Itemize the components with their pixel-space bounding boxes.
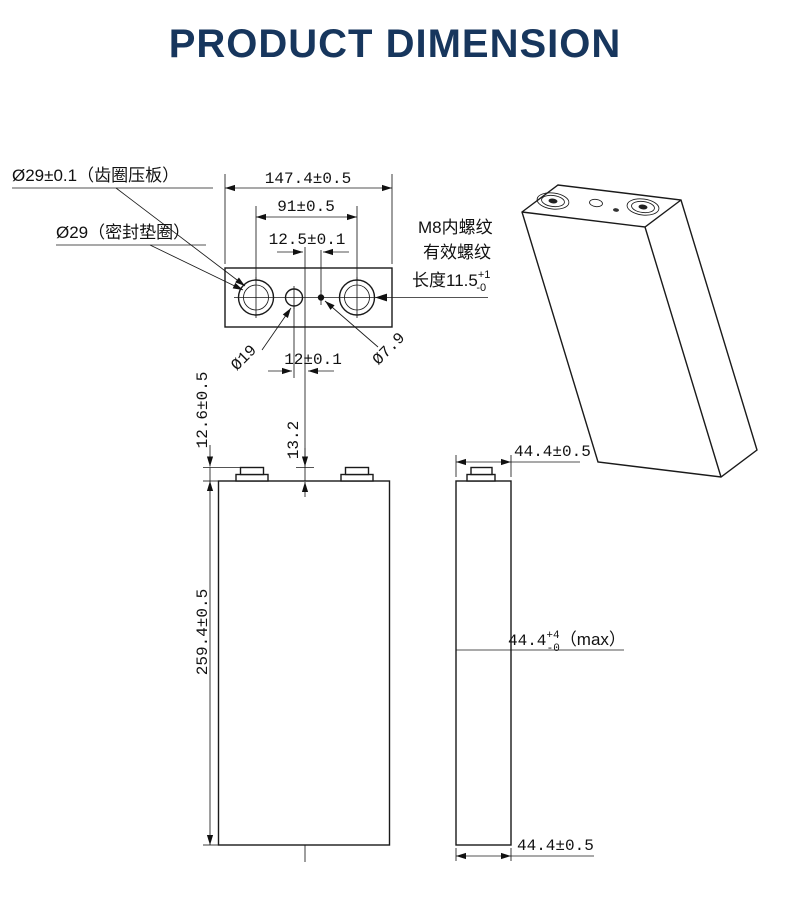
dim-body-height: 259.4±0.5 (194, 481, 218, 846)
isometric-view (521, 184, 758, 478)
label-phi19-text: Ø19 (228, 342, 261, 375)
top-view-vent-hole (317, 290, 325, 305)
side-view (455, 466, 512, 846)
dim-max-width-text: 44.4+4-0（max） (508, 630, 626, 655)
callout-seal-gasket: Ø29（密封垫圈） (56, 223, 244, 291)
dim-top-width: 44.4±0.5 (455, 443, 591, 477)
thread-note: M8内螺纹 有效螺纹 长度11.5+1-0 (412, 218, 493, 294)
callout-gear-ring-plate: Ø29±0.1（齿圈压板） (12, 166, 246, 287)
dim-top-width-text: 44.4±0.5 (514, 443, 591, 461)
thread-note-line3: 长度11.5+1-0 (412, 269, 490, 294)
dim-12: 12±0.1 (268, 306, 342, 378)
dim-terminal-height: 12.6±0.5 (194, 372, 240, 482)
dim-terminal-pitch: 91±0.5 (255, 198, 358, 281)
leader-arrow-thread-note (375, 293, 387, 302)
label-phi7-9-text: Ø7.9 (369, 329, 409, 369)
dim-12-text: 12±0.1 (284, 351, 342, 369)
dim-overall-width: 147.4±0.5 (224, 170, 393, 264)
dim-bottom-width: 44.4±0.5 (455, 837, 594, 861)
thread-note-line1: M8内螺纹 (418, 218, 493, 237)
page-title: PRODUCT DIMENSION (168, 22, 622, 66)
front-view (217, 466, 391, 846)
iso-vent (589, 198, 603, 208)
iso-left-terminal (536, 192, 570, 210)
front-view-body (217, 480, 391, 846)
dim-body-height-text: 259.4±0.5 (194, 589, 212, 675)
dim-13-2: 13.2 (285, 421, 314, 497)
dim-vent-offset: 12.5±0.1 (269, 231, 349, 292)
dim-max-width: 44.4+4-0（max） (456, 630, 626, 655)
label-gear-ring-plate-text: Ø29±0.1（齿圈压板） (12, 166, 179, 185)
dim-13-2-text: 13.2 (285, 421, 303, 459)
front-view-right-terminal (340, 466, 374, 482)
top-view-body (224, 267, 393, 328)
top-view-right-terminal (338, 277, 376, 318)
side-view-body (455, 480, 512, 846)
thread-note-line2: 有效螺纹 (423, 243, 491, 262)
side-view-terminal (466, 466, 496, 482)
callout-phi19: Ø19 (228, 307, 292, 375)
dim-vent-offset-text: 12.5±0.1 (269, 231, 346, 249)
dim-terminal-height-text: 12.6±0.5 (194, 372, 212, 449)
dim-terminal-pitch-text: 91±0.5 (277, 198, 335, 216)
label-seal-gasket-text: Ø29（密封垫圈） (56, 223, 190, 242)
iso-outline (521, 184, 758, 478)
dim-bottom-width-text: 44.4±0.5 (517, 837, 594, 855)
iso-small-hole (613, 208, 619, 212)
dim-overall-width-text: 147.4±0.5 (265, 170, 351, 188)
iso-right-terminal (626, 198, 660, 216)
top-view-left-terminal (237, 277, 275, 318)
front-view-left-terminal (235, 466, 269, 482)
